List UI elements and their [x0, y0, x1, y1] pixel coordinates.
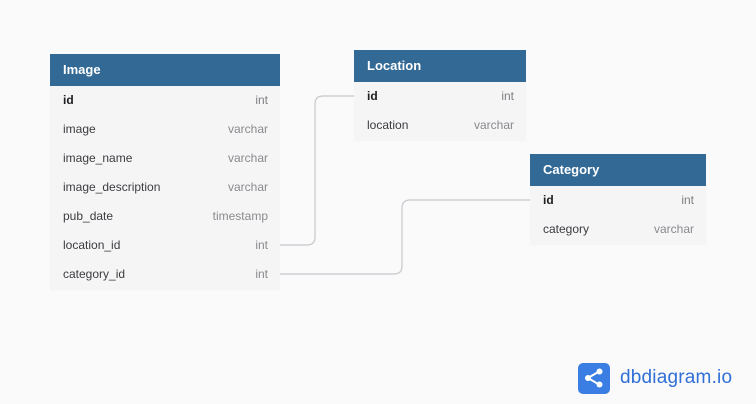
field-name: category	[543, 222, 590, 236]
field-name: category_id	[63, 267, 126, 281]
field-type: int	[255, 267, 268, 281]
field-type: varchar	[227, 122, 268, 136]
logo-text: dbdiagram.io	[620, 367, 733, 388]
field-row-id[interactable]: id int	[354, 82, 526, 111]
field-type: int	[255, 238, 268, 252]
field-name: id	[367, 89, 378, 103]
table-header-location[interactable]: Location	[354, 50, 526, 82]
field-name: image_name	[63, 151, 133, 165]
field-type: int	[681, 193, 694, 207]
relation-location-id[interactable]	[280, 95, 354, 246]
field-name: pub_date	[63, 209, 114, 223]
field-row-id[interactable]: id int	[50, 86, 280, 115]
field-type: varchar	[653, 222, 694, 236]
field-row-category[interactable]: category varchar	[530, 215, 706, 244]
field-row-image-name[interactable]: image_name varchar	[50, 144, 280, 173]
dbdiagram-logo[interactable]: dbdiagram.io	[578, 362, 732, 394]
field-type: timestamp	[212, 209, 268, 223]
field-name: location_id	[63, 238, 121, 252]
field-type: varchar	[227, 180, 268, 194]
table-header-image[interactable]: Image	[50, 54, 280, 86]
field-name: id	[63, 93, 74, 107]
share-nodes-icon	[578, 362, 610, 394]
field-type: int	[255, 93, 268, 107]
field-name: image_description	[63, 180, 161, 194]
field-row-image-description[interactable]: image_description varchar	[50, 173, 280, 202]
field-name: id	[543, 193, 554, 207]
field-name: image	[63, 122, 96, 136]
field-type: varchar	[227, 151, 268, 165]
field-row-location-id[interactable]: location_id int	[50, 231, 280, 260]
field-row-pub-date[interactable]: pub_date timestamp	[50, 202, 280, 231]
relation-category-id[interactable]	[280, 199, 530, 275]
table-category[interactable]: Category id int category varchar	[530, 154, 706, 244]
table-header-category[interactable]: Category	[530, 154, 706, 186]
table-location[interactable]: Location id int location varchar	[354, 50, 526, 140]
field-row-location[interactable]: location varchar	[354, 111, 526, 140]
field-row-category-id[interactable]: category_id int	[50, 260, 280, 289]
field-type: varchar	[473, 118, 514, 132]
field-name: location	[367, 118, 409, 132]
field-row-image[interactable]: image varchar	[50, 115, 280, 144]
field-row-id[interactable]: id int	[530, 186, 706, 215]
field-type: int	[501, 89, 514, 103]
table-image[interactable]: Image id int image varchar image_name va…	[50, 54, 280, 289]
